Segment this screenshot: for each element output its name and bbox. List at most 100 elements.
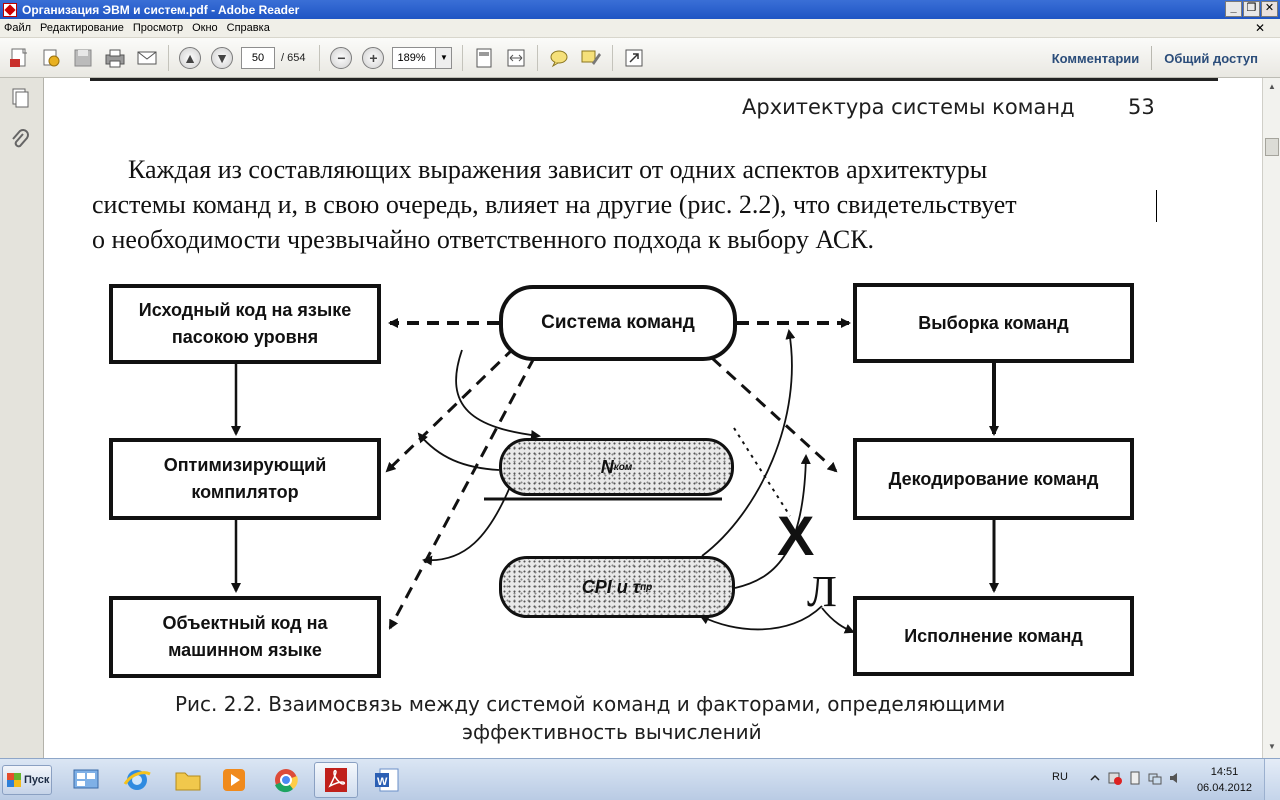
instruction-set-node: Система команд	[499, 285, 737, 361]
fit-width-icon[interactable]	[503, 45, 529, 71]
chrome-taskbar-icon[interactable]	[264, 762, 308, 798]
expand-icon[interactable]	[621, 45, 647, 71]
arrow-up-icon: ▲	[179, 46, 201, 69]
tray-icons	[1088, 771, 1182, 785]
document-close-icon[interactable]: ✕	[1254, 21, 1265, 35]
menu-edit[interactable]: Редактирование	[40, 22, 124, 34]
window-controls: _ ❐ ✕	[1225, 1, 1278, 17]
windows-flag-icon	[7, 773, 21, 787]
attachments-paperclip-icon[interactable]	[8, 128, 32, 152]
create-pdf-icon[interactable]	[6, 45, 32, 71]
window-title: Организация ЭВМ и систем.pdf - Adobe Rea…	[22, 2, 300, 17]
toolbar-separator	[319, 44, 321, 71]
page-thumbnails-icon[interactable]	[8, 86, 32, 110]
media-player-taskbar-icon[interactable]	[212, 762, 256, 798]
tray-network-icon[interactable]	[1148, 771, 1162, 785]
zoom-dropdown-icon[interactable]: ▼	[436, 46, 453, 69]
menu-help[interactable]: Справка	[226, 22, 270, 34]
toolbar-separator	[168, 44, 169, 71]
adobe-reader-app-icon	[3, 2, 17, 17]
menu-bar: Файл Редактирование Просмотр Окно Справк…	[0, 19, 1280, 38]
document-page[interactable]: Архитектура системы команд 53 Каждая из …	[44, 78, 1262, 758]
toolbar-divider	[1151, 46, 1153, 70]
paragraph-line: Каждая из составляющих выражения зависит…	[128, 155, 988, 184]
system-tray: RU 14:51 06.04.2012	[1044, 759, 1280, 800]
menu-window[interactable]: Окно	[192, 22, 218, 34]
page-total: / 654	[281, 51, 306, 64]
taskbar: Пуск W RU	[0, 758, 1280, 800]
clock-time: 14:51	[1210, 766, 1239, 778]
language-indicator[interactable]: RU	[1052, 771, 1068, 783]
navigation-panel	[0, 78, 44, 758]
toolbar: ▲ ▼ 50 / 654 − + 189% ▼ Комментарии Общи…	[0, 38, 1280, 78]
adobe-reader-taskbar-icon[interactable]	[314, 762, 358, 798]
restore-button[interactable]: ❐	[1243, 1, 1260, 17]
open-file-icon[interactable]	[38, 45, 64, 71]
handwritten-mark: Л	[807, 567, 837, 616]
source-code-box: Исходный код на языке пасокою уровня	[109, 284, 381, 364]
toolbar-separator	[537, 44, 539, 71]
plus-icon: +	[362, 46, 385, 69]
save-icon[interactable]	[70, 45, 96, 71]
paragraph-line: системы команд и, в свою очередь, влияет…	[92, 190, 1017, 219]
cpi-label: CPI и τ	[581, 576, 641, 597]
text-cursor	[1156, 190, 1157, 222]
running-head: Архитектура системы команд	[742, 95, 1075, 119]
scroll-thumb[interactable]	[1265, 138, 1279, 156]
figure-caption-line: Рис. 2.2. Взаимосвязь между системой ком…	[175, 692, 1006, 716]
clock[interactable]: 14:51 06.04.2012	[1197, 764, 1252, 796]
multiply-mark: X	[777, 504, 815, 567]
title-bar[interactable]: Организация ЭВМ и систем.pdf - Adobe Rea…	[0, 0, 1280, 19]
comment-bubble-icon[interactable]	[546, 45, 572, 71]
toolbar-separator	[612, 44, 614, 71]
minus-icon: −	[330, 46, 353, 69]
previous-page-button[interactable]: ▲	[177, 45, 203, 71]
start-label: Пуск	[24, 774, 50, 786]
internet-explorer-taskbar-icon[interactable]	[115, 762, 159, 798]
page-top-rule	[90, 78, 1218, 81]
svg-text:W: W	[377, 776, 388, 788]
object-code-box: Объектный код на машинном языке	[109, 596, 381, 678]
toolbar-panels: Комментарии Общий доступ	[1040, 38, 1270, 78]
arrow-down-icon: ▼	[211, 46, 233, 69]
show-hidden-icons-icon[interactable]	[1088, 771, 1102, 785]
scroll-up-icon[interactable]: ▲	[1268, 82, 1276, 91]
zoom-in-button[interactable]: +	[360, 45, 386, 71]
control-panel-taskbar-icon[interactable]	[64, 762, 108, 798]
comments-panel-button[interactable]: Комментарии	[1051, 50, 1140, 66]
instruction-fetch-box: Выборка команд	[853, 283, 1134, 363]
email-icon[interactable]	[134, 45, 160, 71]
highlight-pen-icon[interactable]	[578, 45, 604, 71]
clock-date: 06.04.2012	[1196, 782, 1252, 794]
fit-page-icon[interactable]	[471, 45, 497, 71]
menu-file[interactable]: Файл	[4, 22, 32, 34]
show-desktop-button[interactable]	[1264, 759, 1280, 800]
page-number: 53	[1128, 95, 1155, 119]
tray-device-icon[interactable]	[1128, 771, 1142, 785]
zoom-level-input[interactable]: 189%	[392, 46, 437, 69]
file-explorer-taskbar-icon[interactable]	[166, 762, 210, 798]
share-panel-button[interactable]: Общий доступ	[1164, 50, 1258, 66]
vertical-scrollbar[interactable]: ▲ ▼	[1262, 78, 1280, 758]
next-page-button[interactable]: ▼	[209, 45, 235, 71]
start-button[interactable]: Пуск	[2, 765, 52, 795]
print-icon[interactable]	[102, 45, 128, 71]
figure-caption-line: эффективность вычислений	[462, 720, 762, 744]
cpi-subscript: пр	[640, 581, 653, 593]
instruction-execute-box: Исполнение команд	[853, 596, 1134, 676]
diagram-arrows	[231, 318, 999, 634]
word-taskbar-icon[interactable]: W	[365, 762, 409, 798]
n-subscript: ком	[613, 461, 633, 473]
paragraph-line: о необходимости чрезвычайно ответственно…	[92, 225, 875, 254]
minimize-button[interactable]: _	[1225, 1, 1242, 17]
page-number-input[interactable]: 50	[241, 46, 275, 69]
menu-view[interactable]: Просмотр	[132, 22, 184, 34]
scroll-down-icon[interactable]: ▼	[1268, 742, 1276, 751]
tray-alert-icon[interactable]	[1108, 771, 1122, 785]
tray-volume-icon[interactable]	[1168, 771, 1182, 785]
zoom-out-button[interactable]: −	[328, 45, 354, 71]
close-button[interactable]: ✕	[1261, 1, 1278, 17]
